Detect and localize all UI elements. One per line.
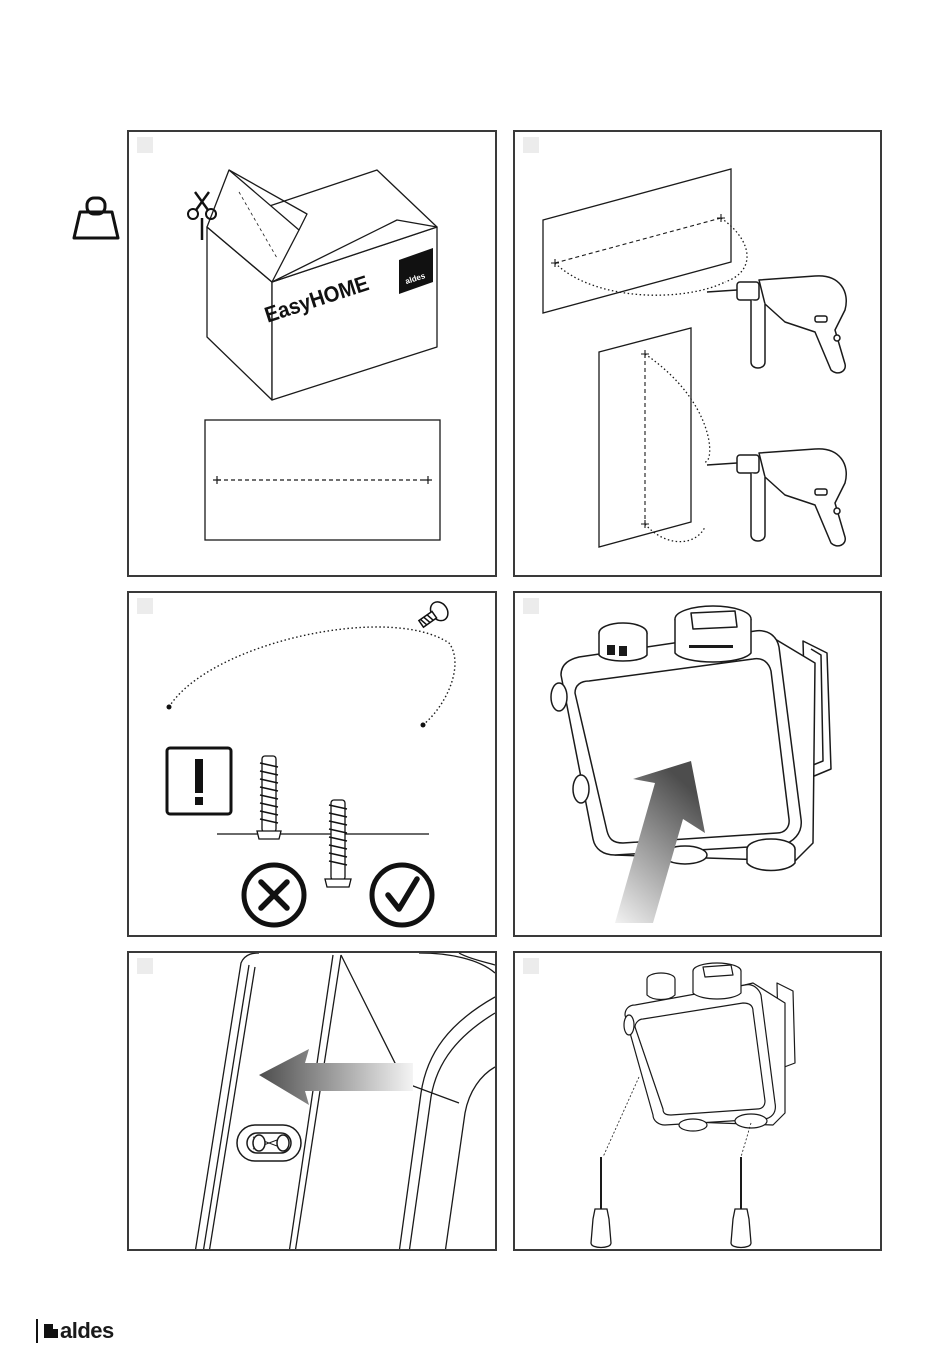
arrow-icon (259, 1049, 413, 1105)
screw-icon (237, 1125, 301, 1161)
logo-mark-icon (44, 1324, 58, 1338)
step-panel-drill (513, 130, 882, 577)
screwdriver-icon (731, 1157, 751, 1248)
weight-icon (70, 195, 122, 241)
cross-circle-icon (244, 865, 304, 925)
footer-logo-text: aldes (60, 1320, 114, 1342)
screwdriver-icon (591, 1157, 611, 1248)
footer-logo: aldes (36, 1318, 114, 1344)
step-panel-unpack: aldes EasyHOME (127, 130, 497, 577)
check-circle-icon (372, 865, 432, 925)
step-panel-mount (513, 591, 882, 937)
footer-divider (36, 1319, 38, 1343)
warning-icon (167, 748, 231, 814)
drill-icon (707, 449, 846, 546)
step-panel-slide (127, 951, 497, 1251)
step-panel-screws (127, 591, 497, 937)
drill-icon (707, 276, 846, 373)
screw-icon (415, 598, 451, 632)
step-panel-fix (513, 951, 882, 1251)
